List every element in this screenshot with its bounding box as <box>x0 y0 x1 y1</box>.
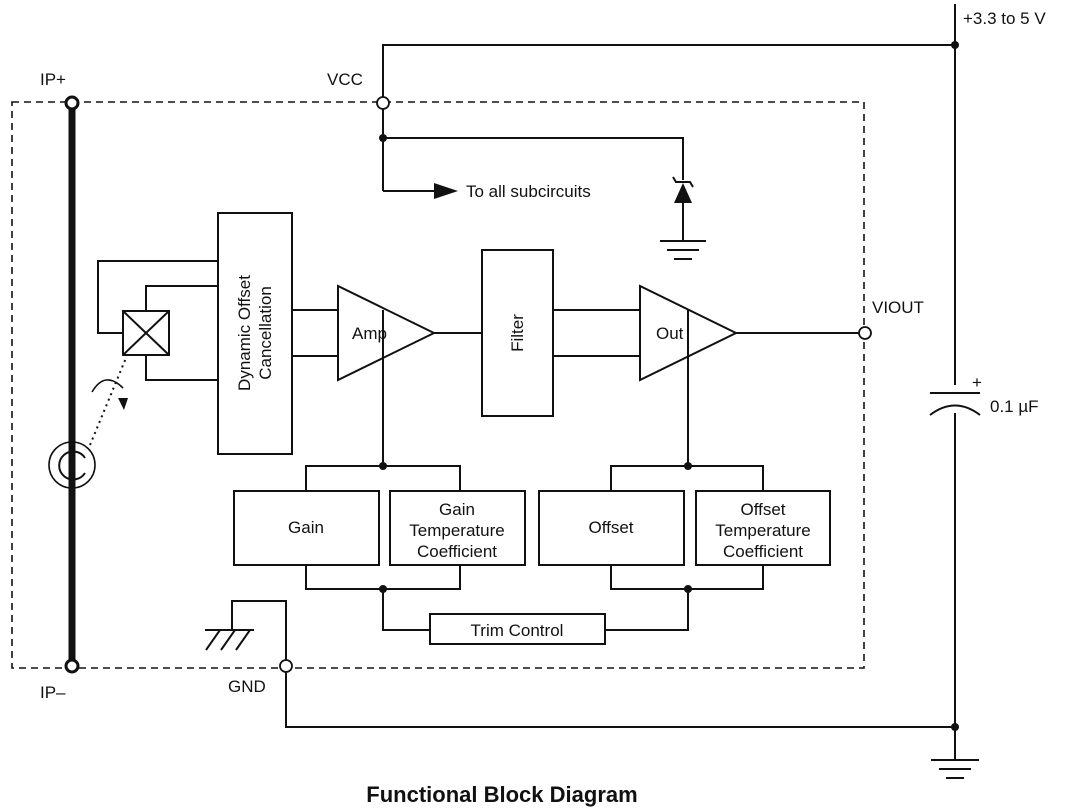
ip-plus-pin <box>64 95 80 111</box>
hall-wire-top <box>145 285 218 311</box>
amp-label: Amp <box>352 324 387 343</box>
trim-control-block <box>429 613 606 645</box>
capacitor-value: 0.1 µF <box>990 397 1039 416</box>
chassis-ground-icon <box>205 629 254 651</box>
doc-label-line2: Cancellation <box>256 286 275 380</box>
capacitor-polarity: + <box>972 373 982 392</box>
offset-tc-line2: Temperature <box>715 521 810 540</box>
gain-tc-line2: Temperature <box>409 521 504 540</box>
gain-temperature-coefficient-block <box>389 490 526 566</box>
rotation-arrowhead <box>118 398 128 410</box>
hall-wire-outer <box>97 260 218 334</box>
zener-diode <box>660 176 706 260</box>
field-coupling-line <box>89 357 127 446</box>
rotation-arrow-icon <box>91 379 124 393</box>
gnd-pin <box>279 659 293 673</box>
magnetic-field-icon <box>48 441 96 489</box>
filter-block <box>481 249 554 417</box>
ip-minus-pin <box>64 658 80 674</box>
ip-plus-label: IP+ <box>40 70 66 89</box>
gnd-label: GND <box>228 677 266 696</box>
vcc-pin <box>376 96 390 110</box>
offset-label: Offset <box>588 518 633 537</box>
vcc-label: VCC <box>327 70 363 89</box>
ip-minus-label: IP– <box>40 683 66 702</box>
filter-label: Filter <box>508 314 527 352</box>
ground-symbol <box>931 759 979 779</box>
doc-label-line1: Dynamic Offset <box>235 275 254 391</box>
subcircuits-arrow <box>434 183 458 199</box>
offset-tc-line1: Offset <box>740 500 785 519</box>
viout-pin <box>858 326 872 340</box>
gain-tc-line3: Coefficient <box>417 542 497 561</box>
subcircuits-label: To all subcircuits <box>466 182 591 201</box>
gain-block <box>233 490 380 566</box>
offset-temperature-coefficient-block <box>695 490 831 566</box>
diagram-title: Functional Block Diagram <box>366 782 637 807</box>
package-outline <box>11 101 865 669</box>
viout-label: VIOUT <box>872 298 924 317</box>
offset-tc-line3: Coefficient <box>723 542 803 561</box>
amp-triangle <box>337 284 437 382</box>
trim-control-label: Trim Control <box>471 621 564 640</box>
dynamic-offset-cancellation-block <box>217 212 293 455</box>
supply-label: +3.3 to 5 V <box>963 9 1046 28</box>
bypass-capacitor <box>929 385 981 416</box>
gain-tc-line1: Gain <box>439 500 475 519</box>
gain-label: Gain <box>288 518 324 537</box>
out-label: Out <box>656 324 684 343</box>
hall-wire-bottom <box>145 355 218 381</box>
